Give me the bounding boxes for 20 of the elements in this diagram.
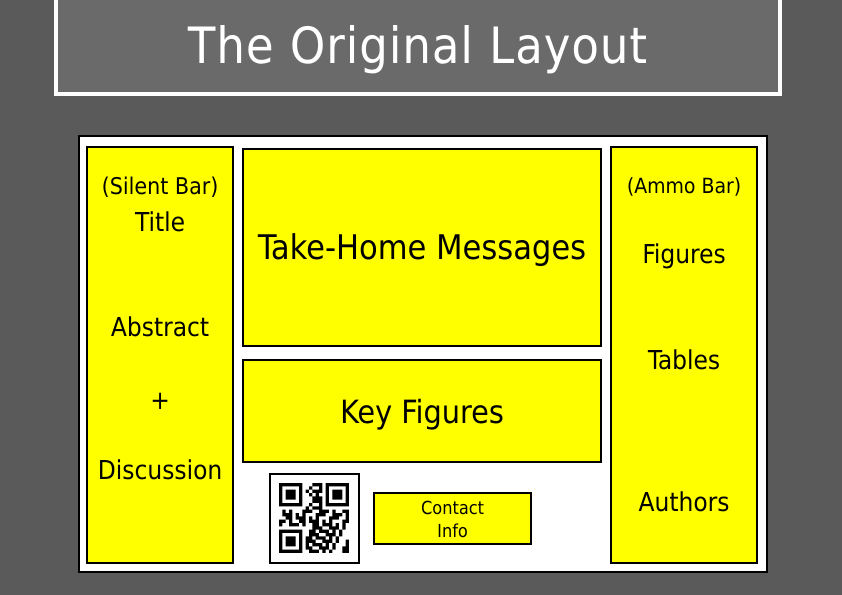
contact-panel [373, 492, 532, 545]
panel-label: Take-Home Messages [256, 228, 588, 268]
panel-label: Abstract [110, 313, 210, 343]
panel-label: Discussion [96, 456, 224, 486]
panel-label: Key Figures [339, 393, 505, 431]
poster-frame [78, 135, 768, 573]
panel-label: Title [134, 208, 186, 238]
side-bar [610, 146, 758, 564]
panel-label: (Silent Bar) [100, 174, 220, 200]
message-panel [242, 148, 602, 347]
panel-label: Contact Info [420, 497, 485, 543]
panel-label: (Ammo Bar) [626, 174, 742, 198]
figure-panel [242, 359, 602, 463]
panel-label: + [149, 386, 171, 416]
side-bar [86, 146, 234, 564]
panel-label: Tables [646, 346, 722, 376]
panel-label: Authors [638, 488, 730, 518]
qr-code-panel [269, 473, 360, 564]
panel-label: Figures [641, 240, 727, 270]
title: The Original Layout [188, 17, 648, 75]
